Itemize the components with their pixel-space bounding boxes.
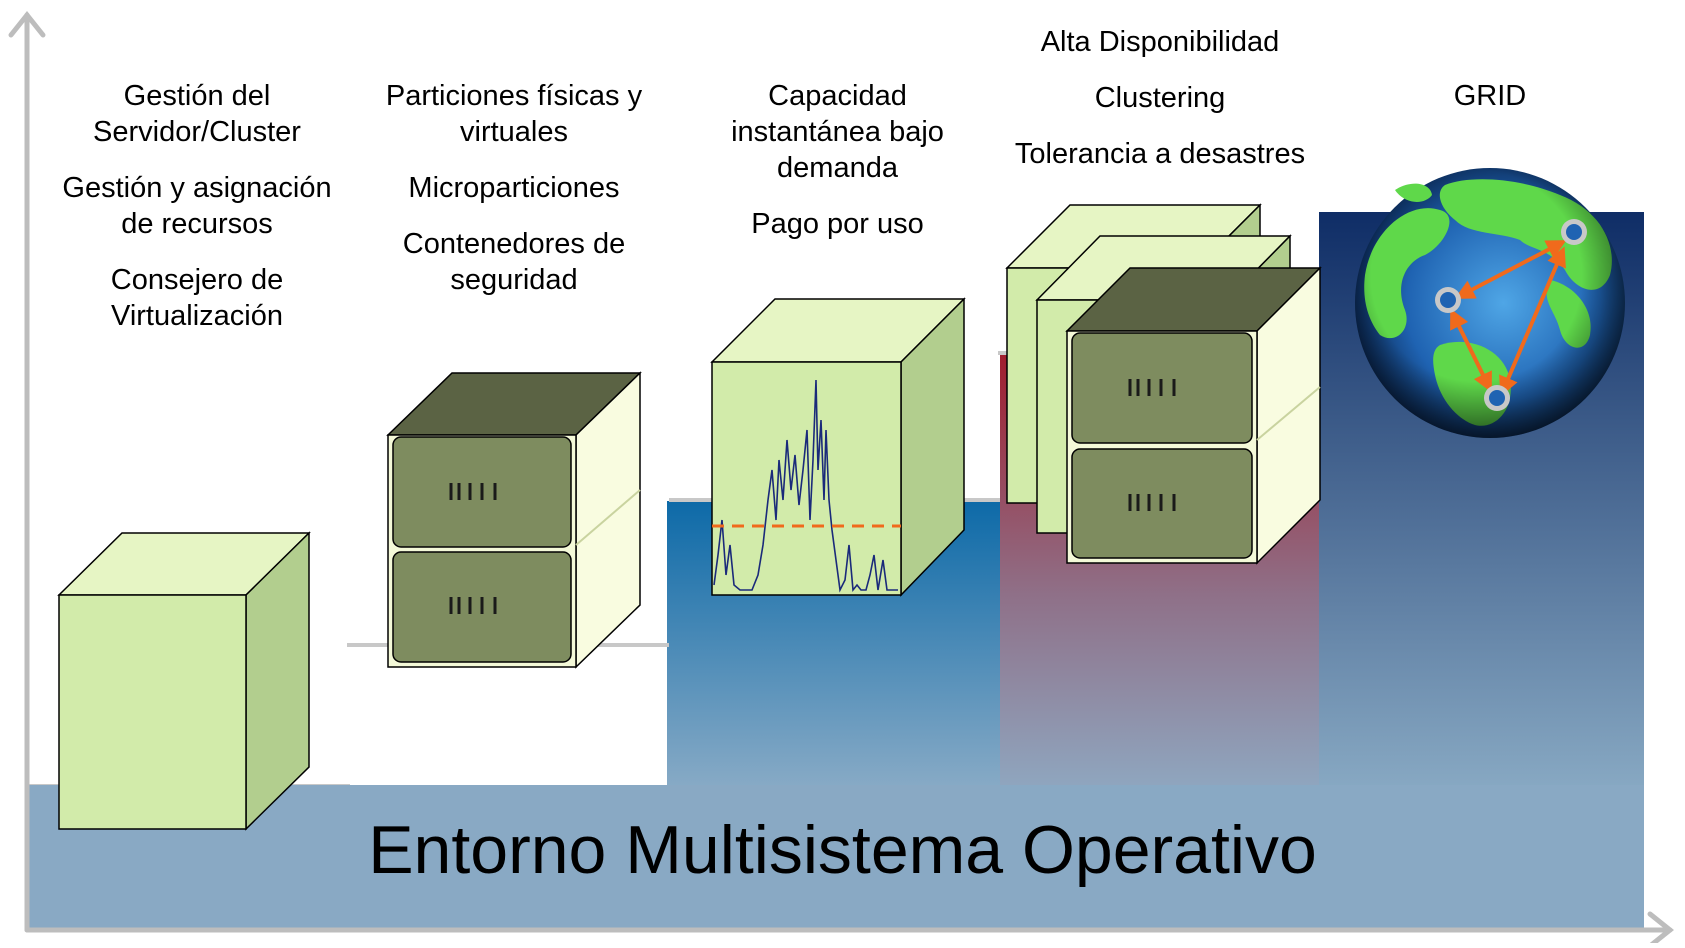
column-3-line-1: Capacidad instantánea bajo demanda [731, 80, 944, 184]
column-2-text: Particiones físicas y virtuales Micropar… [374, 78, 654, 318]
column-4-line-2: Clustering [1094, 82, 1226, 114]
base-label: Entorno Multisistema Operativo [368, 812, 1317, 888]
column-1-text: Gestión del Servidor/Cluster Gestión y a… [62, 78, 332, 354]
x-axis [24, 911, 1675, 948]
column-4-line-1: Alta Disponibilidad [1040, 26, 1280, 58]
column-3-line-2: Pago por uso [751, 208, 924, 240]
cube-partitioned [386, 371, 642, 669]
column-2-line-2: Microparticiones [408, 172, 620, 204]
column-4-text: Alta Disponibilidad Clustering Toleranci… [990, 24, 1330, 192]
globe-icon [1355, 168, 1625, 438]
cube-cluster-front [1065, 266, 1322, 565]
base-band [27, 785, 1644, 930]
column-1-line-1: Gestión del Servidor/Cluster [93, 80, 301, 148]
drive-slots-1 [449, 483, 497, 614]
column-1-line-3: Consejero de Virtualización [110, 264, 284, 332]
column-3-text: Capacidad instantánea bajo demanda Pago … [705, 78, 970, 262]
column-2-line-1: Particiones físicas y virtuales [385, 80, 643, 148]
usage-sparkline [713, 379, 898, 593]
drive-slots-2 [1128, 379, 1176, 511]
column-1-line-2: Gestión y asignación de recursos [62, 172, 332, 240]
column-5-text: GRID [1390, 78, 1590, 134]
column-4-line-3: Tolerancia a desastres [1014, 138, 1306, 170]
y-axis [8, 10, 46, 933]
cube-single [57, 531, 311, 831]
cube-capacity [710, 297, 966, 597]
column-5-line-1: GRID [1453, 80, 1527, 112]
column-2-line-3: Contenedores de seguridad [402, 228, 626, 296]
